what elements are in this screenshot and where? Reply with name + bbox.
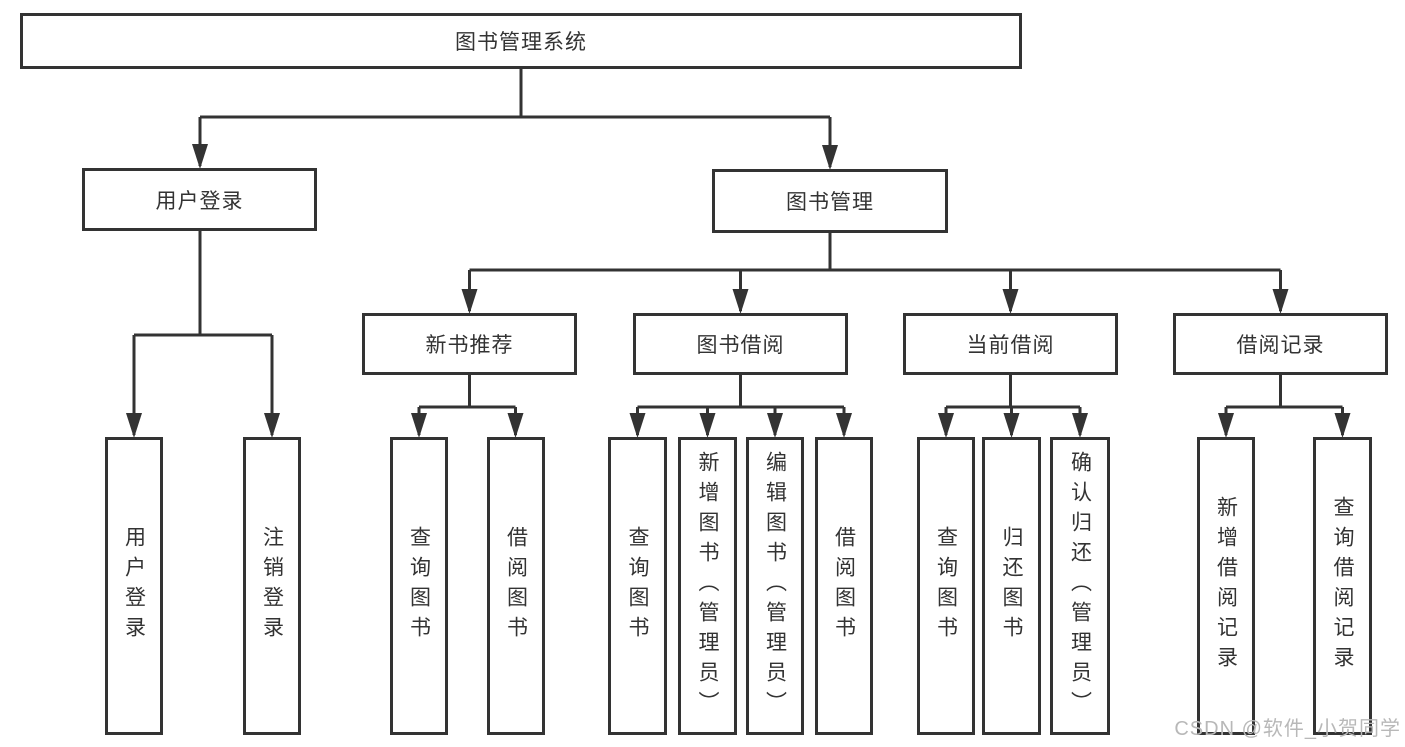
leaf-records-add-record: 新增借阅记录 bbox=[1197, 437, 1255, 735]
arrowhead bbox=[1272, 289, 1289, 314]
connector-userlogin-leaves bbox=[132, 231, 274, 435]
leaf-borrow-borrow-books: 借阅图书 bbox=[815, 437, 873, 735]
arrowhead bbox=[822, 145, 838, 170]
arrowhead bbox=[126, 413, 142, 438]
leaf-newrec-query-books: 查询图书 bbox=[390, 437, 448, 735]
arrowhead bbox=[699, 413, 716, 438]
connector-newrec-leaves bbox=[417, 375, 517, 435]
arrowhead bbox=[836, 413, 852, 438]
leaf-user-login: 用户登录 bbox=[105, 437, 163, 735]
arrowhead bbox=[629, 413, 646, 438]
node-borrow-records: 借阅记录 bbox=[1173, 313, 1388, 375]
leaf-records-query-record: 查询借阅记录 bbox=[1313, 437, 1372, 735]
csdn-watermark: CSDN @软件_小贺同学 bbox=[1174, 718, 1401, 740]
leaf-current-return-books: 归还图书 bbox=[982, 437, 1041, 735]
arrowhead bbox=[411, 413, 427, 438]
arrowhead bbox=[461, 289, 478, 314]
arrowhead bbox=[507, 413, 524, 438]
arrowhead bbox=[1003, 413, 1020, 438]
connector-records-leaves bbox=[1224, 375, 1344, 435]
node-current-borrow: 当前借阅 bbox=[903, 313, 1118, 375]
arrowhead bbox=[1334, 413, 1351, 438]
node-new-book-recommend: 新书推荐 bbox=[362, 313, 577, 375]
arrowhead bbox=[767, 413, 783, 438]
node-user-login: 用户登录 bbox=[82, 168, 317, 231]
leaf-borrow-add-books-admin: 新增图书（管理员） bbox=[678, 437, 737, 735]
arrowhead bbox=[938, 413, 954, 438]
connector-bookmgmt-level2 bbox=[468, 233, 1282, 311]
leaf-current-query-books: 查询图书 bbox=[917, 437, 975, 735]
connector-root-level1 bbox=[198, 69, 832, 167]
leaf-logout: 注销登录 bbox=[243, 437, 301, 735]
arrowhead bbox=[1072, 413, 1088, 438]
node-library-system: 图书管理系统 bbox=[20, 13, 1022, 69]
node-book-management: 图书管理 bbox=[712, 169, 948, 233]
arrowhead bbox=[264, 413, 280, 438]
leaf-newrec-borrow-books: 借阅图书 bbox=[487, 437, 545, 735]
arrowhead bbox=[1002, 289, 1019, 314]
arrowhead bbox=[732, 289, 749, 314]
node-book-borrow: 图书借阅 bbox=[633, 313, 848, 375]
leaf-borrow-edit-books-admin: 编辑图书（管理员） bbox=[746, 437, 804, 735]
leaf-current-confirm-return-admin: 确认归还（管理员） bbox=[1050, 437, 1110, 735]
leaf-borrow-query-books: 查询图书 bbox=[608, 437, 667, 735]
connector-borrow-leaves bbox=[636, 375, 846, 435]
arrowhead bbox=[192, 144, 208, 169]
arrowhead bbox=[1218, 413, 1234, 438]
connector-current-leaves bbox=[944, 375, 1082, 435]
